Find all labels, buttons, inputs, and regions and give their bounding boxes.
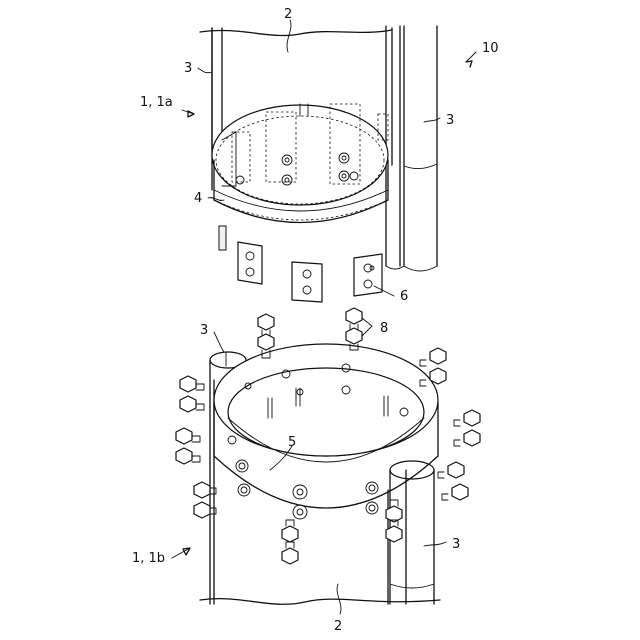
bolt — [454, 430, 480, 446]
label-bottom-column: 2 — [334, 619, 342, 634]
label-part-top: 1, 1a — [140, 95, 173, 110]
bolt — [194, 502, 216, 518]
top-column-assembly — [200, 26, 437, 302]
label-plates: 6 — [400, 289, 408, 304]
bolt — [282, 542, 298, 564]
ring — [214, 344, 438, 519]
label-top-rod-left: 3 — [184, 61, 192, 76]
bolt — [442, 484, 468, 500]
plates — [219, 226, 382, 302]
bolt — [282, 520, 298, 542]
label-sleeve: 4 — [194, 191, 202, 206]
bolt — [454, 410, 480, 426]
label-bottom-rod-left: 3 — [200, 323, 208, 338]
label-assembly-top: 10 — [482, 41, 499, 56]
label-bolts: 8 — [380, 321, 388, 336]
top-column-break-line — [200, 30, 392, 36]
bottom-column-assembly — [176, 308, 480, 604]
bolt — [176, 448, 200, 464]
label-ring: 5 — [288, 435, 296, 450]
bolt — [194, 482, 216, 498]
bolt — [420, 348, 446, 366]
bolt — [180, 376, 204, 392]
label-top-rod-right: 3 — [446, 113, 454, 128]
bottom-column-break-line — [200, 599, 440, 605]
bolt — [438, 462, 464, 478]
top-right-rod — [386, 26, 437, 271]
reference-labels: 2 3 10 1, 1a 3 4 6 3 8 5 1, 1b 3 2 — [132, 7, 499, 634]
label-part-bottom: 1, 1b — [132, 551, 165, 566]
bolt — [176, 428, 200, 444]
sleeve — [212, 104, 388, 223]
label-top-column: 2 — [284, 7, 292, 22]
label-bottom-rod-right: 3 — [452, 537, 460, 552]
bolt — [180, 396, 204, 412]
